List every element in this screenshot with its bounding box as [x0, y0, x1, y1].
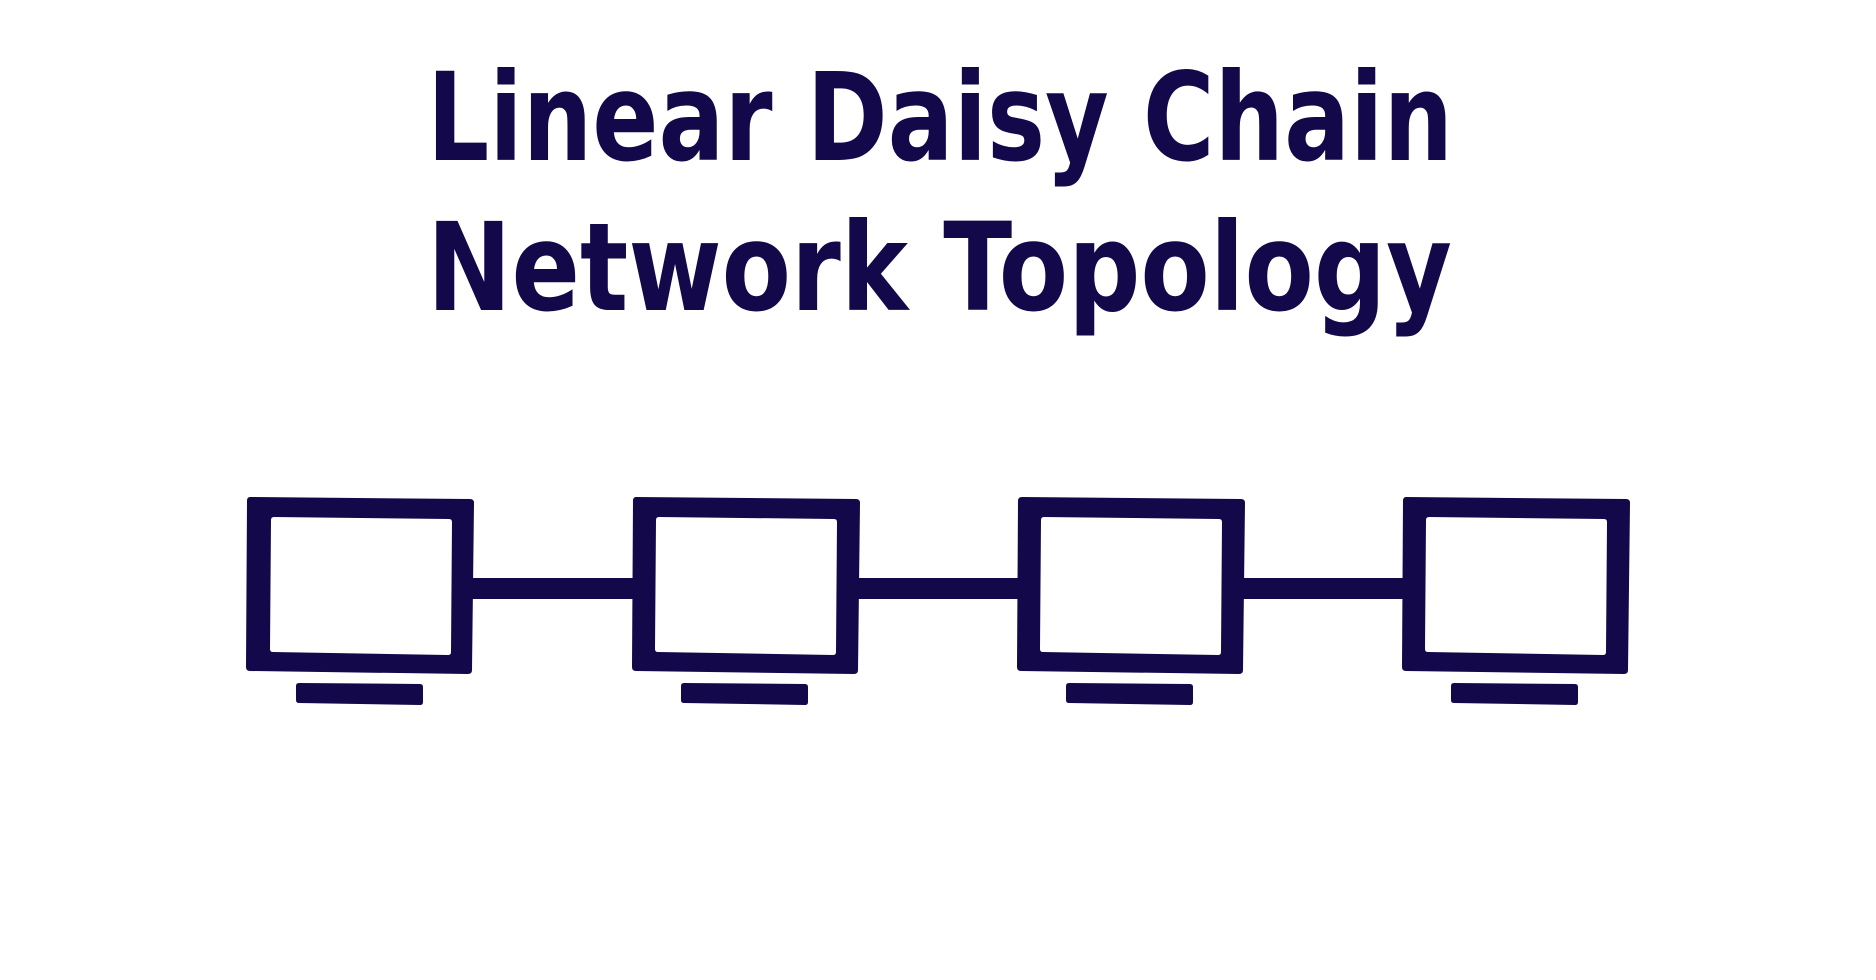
monitor-icon — [1017, 497, 1245, 705]
title-line-1: Linear Daisy Chain — [427, 47, 1453, 189]
monitor-stand — [296, 683, 423, 705]
monitor-icon — [1402, 497, 1630, 705]
monitor-stand — [1066, 683, 1193, 705]
link-2-3 — [856, 578, 1022, 599]
monitor-stand — [681, 683, 808, 705]
monitor-icon — [246, 497, 474, 705]
link-1-2 — [470, 578, 636, 599]
monitor-icon — [632, 497, 860, 705]
page-title: Linear Daisy Chain Network Topology — [427, 47, 1453, 339]
computer-node-2 — [632, 497, 860, 705]
computer-node-4 — [1402, 497, 1630, 705]
title-line-2: Network Topology — [427, 197, 1452, 339]
computer-node-3 — [1017, 497, 1245, 705]
monitor-stand — [1451, 683, 1578, 705]
link-3-4 — [1241, 578, 1406, 599]
computer-node-1 — [246, 497, 474, 705]
links — [470, 578, 1406, 599]
